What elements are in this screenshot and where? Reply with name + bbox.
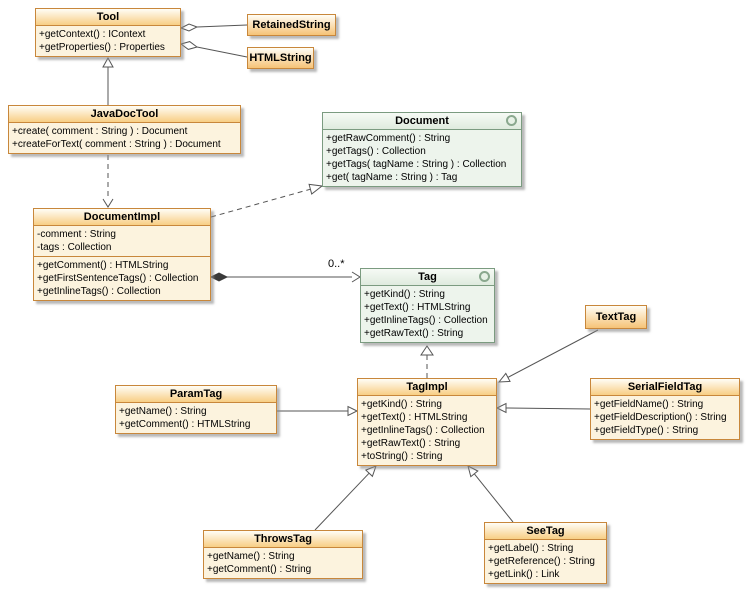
method: +create( comment : String ) : Document [12,126,188,137]
interface-tag-methods: +getKind() : String +getText() : HTMLStr… [361,286,494,342]
class-tool-title: Tool [36,9,180,26]
attribute: -tags : Collection [37,242,112,253]
method: +getLink() : Link [488,569,560,580]
realization-documentimpl-document[interactable] [210,183,324,218]
method: +getComment() : HTMLString [119,419,251,430]
class-retainedstring[interactable]: RetainedString [247,14,336,36]
composition-documentimpl-tag[interactable] [209,271,361,283]
class-paramtag-title: ParamTag [116,386,276,403]
method: +getFieldName() : String [594,399,704,410]
class-throwstag-title: ThrowsTag [204,531,362,548]
interface-circle-icon [479,271,490,282]
class-retainedstring-title: RetainedString [252,19,331,31]
class-tool-methods: +getContext() : IContext +getProperties(… [36,26,180,56]
class-htmlstring[interactable]: HTMLString [247,47,314,69]
class-documentimpl[interactable]: DocumentImpl -comment : String -tags : C… [33,208,211,301]
class-seetag-methods: +getLabel() : String +getReference() : S… [485,540,606,583]
method: +getKind() : String [364,289,445,300]
class-tagimpl-methods: +getKind() : String +getText() : HTMLStr… [358,396,496,465]
method: +getKind() : String [361,399,442,410]
class-seetag-title: SeeTag [485,523,606,540]
class-serialfieldtag-methods: +getFieldName() : String +getFieldDescri… [591,396,739,439]
method: +getName() : String [207,551,295,562]
generalization-throwstag-tagimpl[interactable] [314,465,377,531]
method: +getRawComment() : String [326,133,451,144]
method: +getComment() : HTMLString [37,260,169,271]
method: +getLabel() : String [488,543,574,554]
method: +getTags( tagName : String ) : Collectio… [326,159,507,170]
class-htmlstring-title: HTMLString [249,52,312,64]
generalization-texttag-tagimpl[interactable] [497,329,599,383]
dependency-javadoctool-documentimpl[interactable] [102,155,114,208]
method: +getRawText() : String [361,438,461,449]
method: +get( tagName : String ) : Tag [326,172,458,183]
method: +getInlineTags() : Collection [37,286,161,297]
generalization-seetag-tagimpl[interactable] [467,465,514,523]
generalization-paramtag-tagimpl[interactable] [277,405,359,417]
interface-tag[interactable]: Tag +getKind() : String +getText() : HTM… [360,268,495,343]
method: +getProperties() : Properties [39,42,165,53]
class-tool[interactable]: Tool +getContext() : IContext +getProper… [35,8,181,57]
aggregation-tool-retainedstring[interactable] [179,23,248,32]
interface-tag-title: Tag [418,271,437,283]
class-documentimpl-methods: +getComment() : HTMLString +getFirstSent… [34,256,210,300]
class-serialfieldtag[interactable]: SerialFieldTag +getFieldName() : String … [590,378,740,440]
class-javadoctool[interactable]: JavaDocTool +create( comment : String ) … [8,105,241,154]
class-tagimpl[interactable]: TagImpl +getKind() : String +getText() :… [357,378,497,466]
class-tagimpl-title: TagImpl [358,379,496,396]
class-javadoctool-title: JavaDocTool [9,106,240,123]
interface-document-title: Document [395,115,449,127]
method: +getFieldDescription() : String [594,412,727,423]
generalization-serialfieldtag-tagimpl[interactable] [495,402,591,414]
method: +toString() : String [361,451,443,462]
multiplicity-label: 0..* [328,258,345,270]
class-serialfieldtag-title: SerialFieldTag [591,379,739,396]
class-seetag[interactable]: SeeTag +getLabel() : String +getReferenc… [484,522,607,584]
class-throwstag[interactable]: ThrowsTag +getName() : String +getCommen… [203,530,363,579]
method: +getText() : HTMLString [361,412,468,423]
class-texttag[interactable]: TextTag [585,305,647,329]
method: +getInlineTags() : Collection [361,425,485,436]
class-throwstag-methods: +getName() : String +getComment() : Stri… [204,548,362,578]
method: +getTags() : Collection [326,146,426,157]
method: +getInlineTags() : Collection [364,315,488,326]
interface-document-methods: +getRawComment() : String +getTags() : C… [323,130,521,186]
class-texttag-title: TextTag [595,311,637,323]
method: +createForText( comment : String ) : Doc… [12,139,221,150]
aggregation-tool-htmlstring[interactable] [179,41,248,58]
method: +getText() : HTMLString [364,302,471,313]
attribute: -comment : String [37,229,116,240]
class-paramtag[interactable]: ParamTag +getName() : String +getComment… [115,385,277,434]
class-documentimpl-title: DocumentImpl [34,209,210,226]
realization-tagimpl-tag[interactable] [420,345,434,378]
method: +getName() : String [119,406,207,417]
generalization-javadoctool-tool[interactable] [102,56,114,105]
method: +getRawText() : String [364,328,464,339]
class-documentimpl-attributes: -comment : String -tags : Collection [34,226,210,256]
method: +getContext() : IContext [39,29,146,40]
class-paramtag-methods: +getName() : String +getComment() : HTML… [116,403,276,433]
interface-circle-icon [506,115,517,126]
method: +getReference() : String [488,556,595,567]
method: +getComment() : String [207,564,312,575]
method: +getFirstSentenceTags() : Collection [37,273,199,284]
class-javadoctool-methods: +create( comment : String ) : Document +… [9,123,240,153]
interface-document[interactable]: Document +getRawComment() : String +getT… [322,112,522,187]
method: +getFieldType() : String [594,425,699,436]
